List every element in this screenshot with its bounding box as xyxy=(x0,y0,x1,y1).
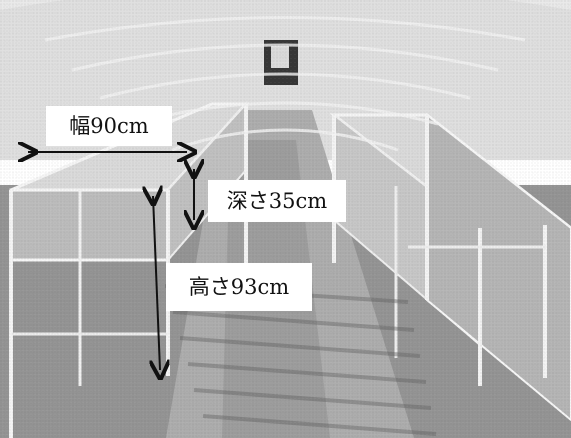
width-label: 幅90cm xyxy=(46,106,172,146)
depth-label-text: 深さ35cm xyxy=(226,188,328,213)
height-label: 高さ93cm xyxy=(166,263,312,311)
height-label-text: 高さ93cm xyxy=(188,274,290,299)
width-label-text: 幅90cm xyxy=(69,113,149,138)
depth-label: 深さ35cm xyxy=(208,180,346,222)
